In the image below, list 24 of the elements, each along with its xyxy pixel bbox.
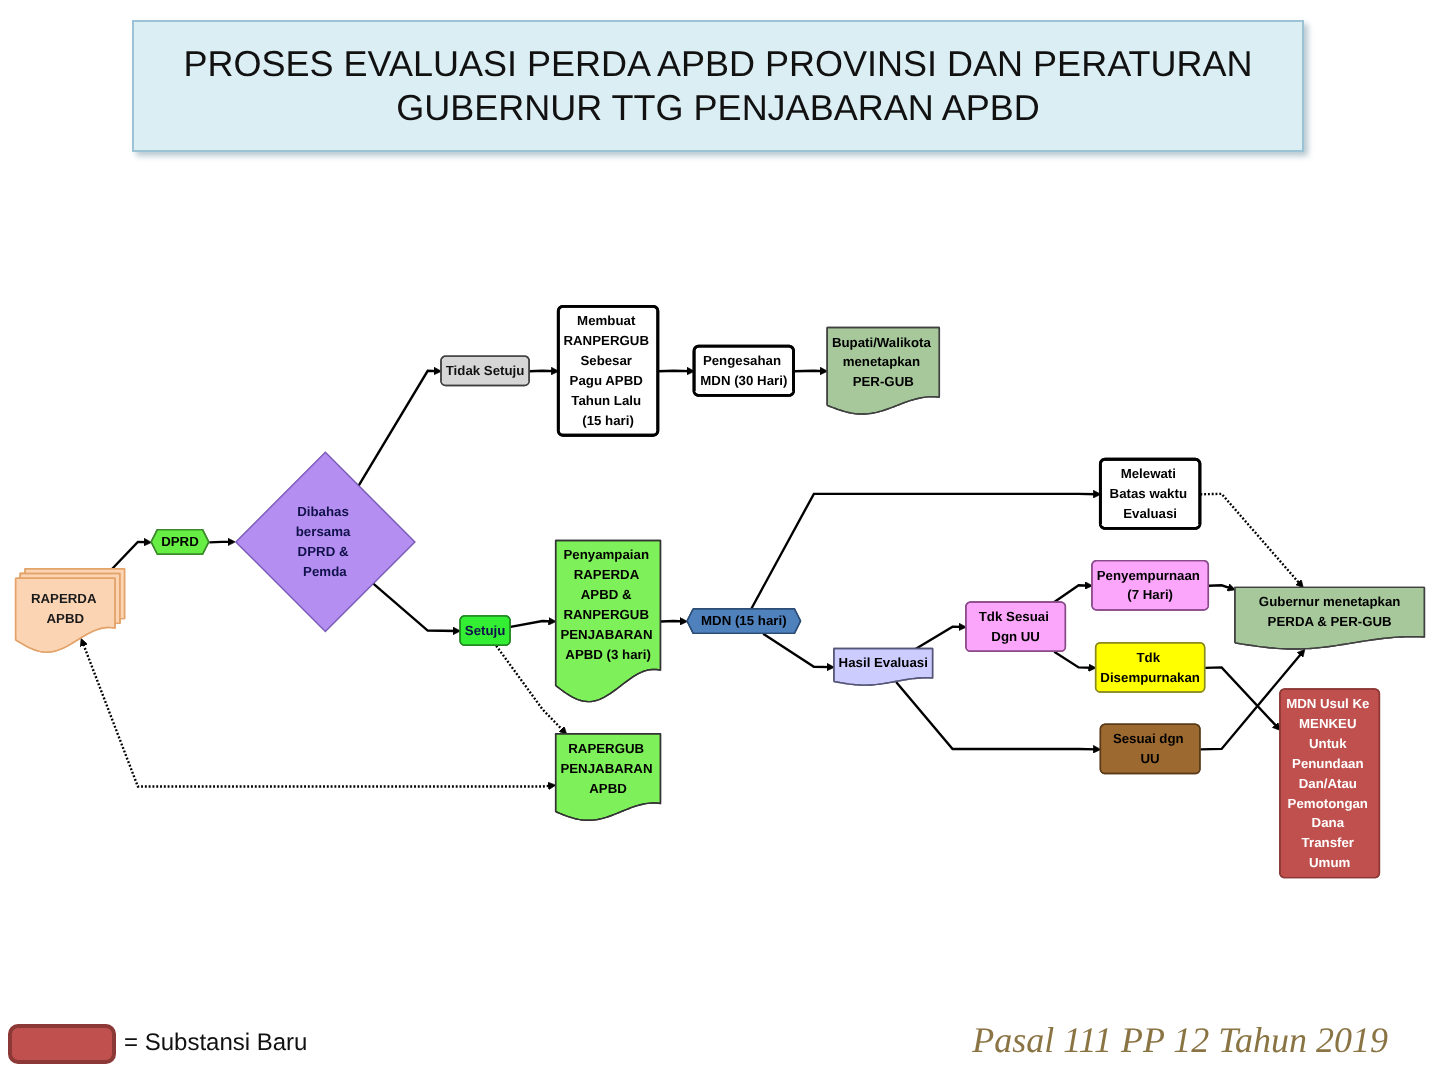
arrow (209, 537, 236, 547)
arrow (372, 582, 461, 636)
arrow (1052, 581, 1093, 604)
arrow (1205, 666, 1281, 731)
arrow (1200, 492, 1304, 589)
arrow (660, 617, 688, 626)
legend-label: = Substansi Baru (124, 1028, 308, 1056)
arrow (357, 366, 442, 487)
arrow (110, 537, 152, 571)
arrow (750, 489, 1102, 610)
arrow (79, 638, 557, 791)
arrow (914, 622, 967, 650)
arrow (495, 645, 568, 735)
arrow (658, 366, 695, 376)
arrow (1053, 650, 1097, 672)
arrow (794, 366, 828, 376)
caption: Pasal 111 PP 12 Tahun 2019 (972, 1020, 1388, 1062)
arrow (1208, 583, 1236, 592)
arrow (1200, 648, 1306, 751)
diagram-title: PROSES EVALUASI PERDA APBD PROVINSI DAN PERATURAN GUBERNUR TTG PENJABARAN APBD (132, 20, 1304, 152)
arrow (895, 681, 1102, 754)
arrow (510, 617, 557, 629)
arrow (529, 366, 560, 376)
arrow (762, 632, 835, 672)
